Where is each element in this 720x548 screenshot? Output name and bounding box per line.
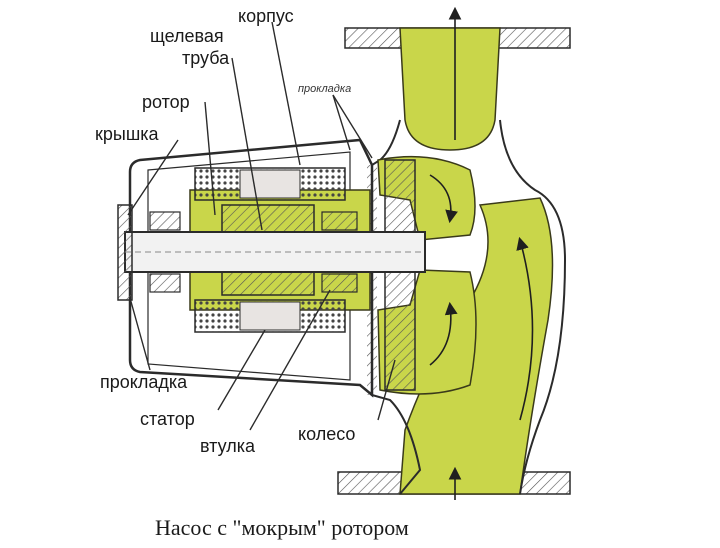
label-cover: крышка [95, 124, 160, 144]
volute-flow-arrow [516, 236, 534, 421]
impeller [377, 155, 477, 395]
label-bushing: втулка [200, 436, 256, 456]
motor-casing [128, 138, 374, 398]
label-impeller: колесо [298, 424, 355, 444]
label-gasket-bottom: прокладка [100, 372, 188, 392]
cover [117, 204, 133, 301]
stator [194, 167, 346, 333]
label-slotted-tube-2: труба [182, 48, 230, 68]
inlet-flange [337, 197, 571, 495]
label-stator: статор [140, 409, 195, 429]
shaft [124, 231, 426, 273]
bushings [149, 211, 358, 293]
label-rotor: ротор [142, 92, 190, 112]
label-housing: корпус [238, 6, 294, 26]
leader-lines [127, 21, 396, 431]
label-slotted-tube-1: щелевая [150, 26, 224, 46]
label-gasket-top: прокладка [298, 83, 351, 95]
outlet-flange [344, 27, 571, 151]
caption: Насос с "мокрым" ротором [155, 515, 409, 540]
